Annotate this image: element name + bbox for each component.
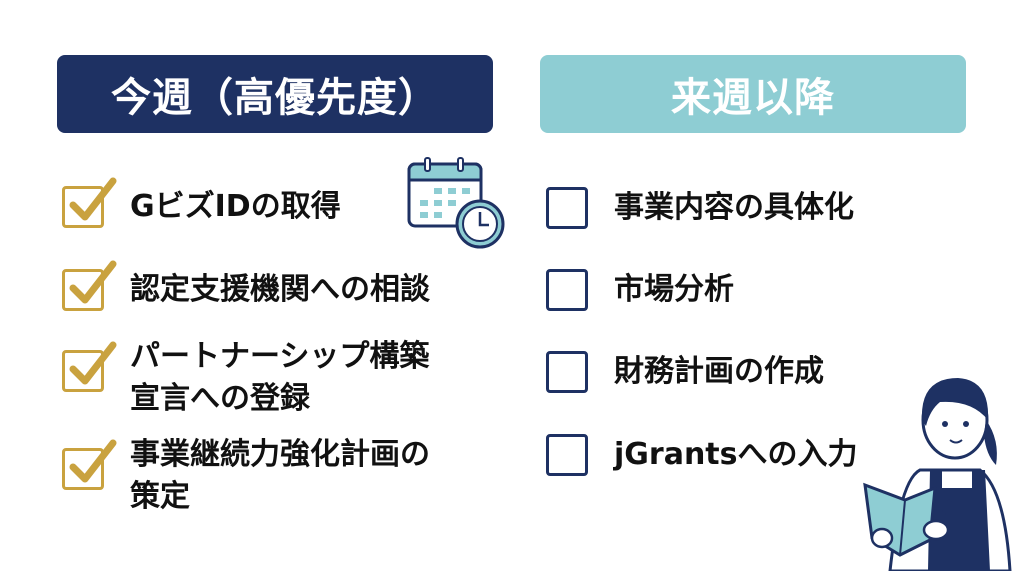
empty-checkbox-icon[interactable] <box>546 187 588 229</box>
empty-checkbox-icon[interactable] <box>546 434 588 476</box>
checked-checkbox-icon[interactable] <box>62 177 117 228</box>
checked-checkbox-icon[interactable] <box>62 341 117 392</box>
task-label: 事業内容の具体化 <box>614 190 854 225</box>
task-item[interactable]: 市場分析 <box>546 269 734 311</box>
task-item[interactable]: パートナーシップ構築宣言への登録 <box>62 339 429 420</box>
task-item[interactable]: 認定支援機関への相談 <box>62 260 430 311</box>
empty-checkbox-icon[interactable] <box>546 269 588 311</box>
task-label: 市場分析 <box>614 272 734 307</box>
task-label: GビズIDの取得 <box>130 189 341 224</box>
task-label-line2: 策定 <box>130 479 190 514</box>
next-week-header: 来週以降 <box>540 55 966 133</box>
task-item[interactable]: 事業内容の具体化 <box>546 187 854 229</box>
task-label-line1: 事業継続力強化計画の <box>130 437 430 472</box>
task-item[interactable]: 事業継続力強化計画の策定 <box>62 437 430 518</box>
this-week-header: 今週（高優先度） <box>57 55 493 133</box>
task-item[interactable]: GビズIDの取得 <box>62 177 341 228</box>
task-label: jGrantsへの入力 <box>614 437 858 472</box>
this-week-title: 今週（高優先度） <box>111 75 439 121</box>
task-item[interactable]: jGrantsへの入力 <box>546 434 858 476</box>
checked-checkbox-icon[interactable] <box>62 260 117 311</box>
next-week-title: 来週以降 <box>671 75 835 121</box>
task-label-line2: 宣言への登録 <box>130 381 310 416</box>
task-label: 認定支援機関への相談 <box>130 272 430 307</box>
task-label-line1: パートナーシップ構築 <box>130 339 430 374</box>
woman-reading-illustration <box>863 378 1012 571</box>
task-label: 財務計画の作成 <box>614 354 824 389</box>
checked-checkbox-icon[interactable] <box>62 439 117 490</box>
empty-checkbox-icon[interactable] <box>546 351 588 393</box>
calendar-clock-icon <box>407 157 505 249</box>
task-item[interactable]: 財務計画の作成 <box>546 351 824 393</box>
